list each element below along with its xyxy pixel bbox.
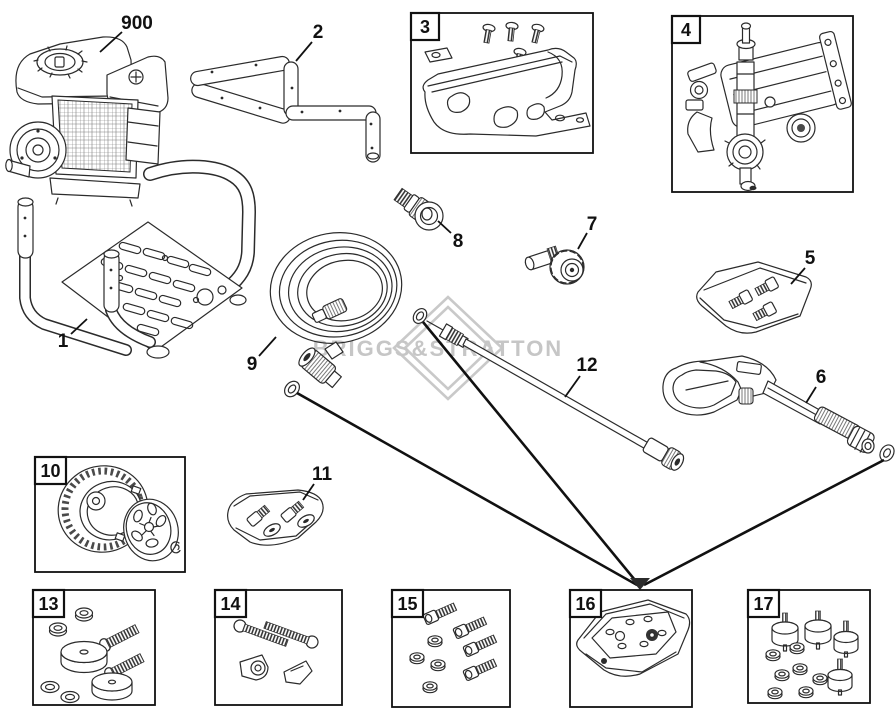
hardware-kit-box-14: 14: [213, 588, 343, 706]
leader-900: [99, 31, 123, 53]
leader-8: [437, 220, 452, 234]
isolator-mounts: [771, 610, 859, 696]
hardware-kit-box-15: 15: [390, 588, 511, 708]
part-label-6: 6: [816, 367, 827, 388]
panel-holes: [605, 615, 667, 650]
leader-5: [790, 267, 806, 285]
box-label-15: 15: [397, 594, 417, 614]
leader-12: [564, 375, 581, 398]
hardware-kit-box-13: 13: [31, 588, 156, 706]
pump-assembly: [685, 22, 852, 192]
hubcap-lug-holes: [131, 502, 167, 548]
leader-2: [295, 41, 313, 62]
fitting-kit-bag: [696, 261, 812, 334]
deck-slots: [100, 241, 227, 337]
hose-adapter-fitting: [524, 245, 585, 285]
leader-7: [577, 232, 588, 250]
kit16-leader-lines: [296, 321, 885, 590]
cradle-kit-box: 3: [409, 11, 594, 154]
handle-assembly: [190, 55, 381, 163]
pump-box: 4: [670, 14, 854, 193]
leader-11: [302, 483, 315, 501]
part-label-1: 1: [58, 331, 69, 352]
leader-1: [70, 318, 88, 335]
box-label-10: 10: [40, 461, 60, 481]
spray-gun: [662, 355, 895, 462]
part-label-8: 8: [453, 231, 464, 252]
part-label-7: 7: [587, 214, 598, 235]
frame-assembly: [17, 159, 256, 359]
leader-6: [805, 386, 817, 404]
engine-assembly: [5, 36, 169, 207]
box-label-14: 14: [220, 594, 240, 614]
fuel-cap-icon: [33, 45, 88, 79]
part-label-11: 11: [312, 464, 333, 485]
leader-9: [258, 336, 277, 357]
cradle-bracket: [422, 47, 591, 137]
nozzle-kit-bag: [227, 489, 324, 546]
part-label-2: 2: [313, 22, 324, 43]
isolator-nuts: [765, 642, 828, 700]
part-label-12: 12: [576, 355, 597, 376]
brand-watermark: BRIGGS&STRATTON: [313, 295, 561, 401]
box-label-4: 4: [681, 20, 691, 40]
box-label-17: 17: [753, 594, 773, 614]
arrowhead-icon: [630, 578, 650, 590]
lance-assembly: [412, 307, 685, 471]
pressure-hose: [269, 232, 403, 398]
box-label-13: 13: [38, 594, 58, 614]
handle-rivets: [210, 63, 374, 150]
e-clip: [170, 541, 181, 554]
wheel-kit-box: 10: [33, 455, 186, 573]
box-label-3: 3: [420, 17, 430, 37]
quick-connect-coupler: [393, 187, 444, 231]
part-label-5: 5: [805, 248, 816, 269]
part-label-900: 900: [121, 13, 153, 34]
box-label-16: 16: [575, 594, 595, 614]
part-label-9: 9: [247, 354, 258, 375]
hardware-kit-box-16: 16: [568, 588, 693, 708]
hardware-kit-box-17: 17: [746, 588, 871, 704]
